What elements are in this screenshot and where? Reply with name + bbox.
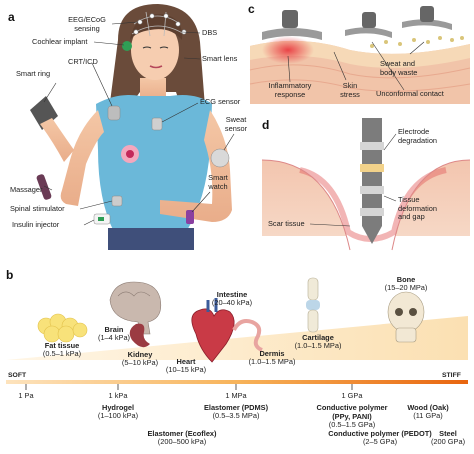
pdms-name: Elastomer (PDMS) <box>203 403 269 412</box>
label-electrode-degradation: Electrode degradation <box>398 127 438 145</box>
heart-value: (10–15 kPa) <box>165 365 207 374</box>
fat-tissue-value: (0.5–1 kPa) <box>42 349 82 358</box>
panel-letter-a: a <box>8 10 15 24</box>
ecoflex-name: Elastomer (Ecoflex) <box>147 429 217 438</box>
stiff-label: STIFF <box>442 372 461 379</box>
bone-name: Bone <box>396 275 416 284</box>
brain-value: (1–4 kPa) <box>97 333 131 342</box>
hydrogel-name: Hydrogel <box>101 403 135 412</box>
kidney-value: (5–10 kPa) <box>121 358 159 367</box>
panel-letter-b: b <box>6 268 14 282</box>
panel-d-illustration <box>261 118 471 251</box>
steel-value: (200 GPa) <box>430 437 466 446</box>
label-scar-tissue: Scar tissue <box>268 219 305 228</box>
label-sweat-sensor: Sweat sensor <box>224 115 248 133</box>
dermis-value: (1.0–1.5 MPa) <box>248 357 296 366</box>
label-smart-ring: Smart ring <box>16 69 51 78</box>
steel-name: Steel <box>439 429 457 438</box>
tick-1pa: 1 Pa <box>18 391 34 400</box>
fat-tissue-name: Fat tissue <box>44 341 80 350</box>
tick-1kpa: 1 kPa <box>108 391 128 400</box>
heart-name: Heart <box>176 357 196 366</box>
intestine-name: Intestine <box>216 290 248 299</box>
brain-name: Brain <box>104 325 124 334</box>
pdms-value: (0.5–3.5 MPa) <box>212 411 260 420</box>
pedot-name: Conductive polymer (PEDOT) <box>328 429 432 438</box>
label-tissue-deformation: Tissue deformation and gap <box>398 195 438 222</box>
cartilage-value: (1.0–1.5 MPa) <box>294 341 342 350</box>
label-sweat-waste: Sweat and body waste <box>380 59 418 77</box>
wood-name: Wood (Oak) <box>407 403 449 412</box>
bone-value: (15–20 MPa) <box>384 283 428 292</box>
label-cochlear: Cochlear implant <box>32 37 88 46</box>
ppy-pani-name: Conductive polymer (PPy, PANI) <box>316 403 388 421</box>
panel-a-illustration <box>30 4 235 250</box>
label-ecg: ECG sensor <box>200 97 241 106</box>
ecoflex-value: (200–500 kPa) <box>157 437 207 446</box>
label-inflammatory: Inflammatory response <box>268 81 312 99</box>
label-dbs: DBS <box>202 28 218 37</box>
label-crt: CRT/ICD <box>68 57 98 66</box>
label-massager: Massager <box>10 185 43 194</box>
kidney-name: Kidney <box>127 350 153 359</box>
label-eeg: EEG/ECoG sensing <box>68 15 106 33</box>
dermis-name: Dermis <box>259 349 285 358</box>
label-unconformal: Unconformal contact <box>376 89 444 98</box>
ppy-pani-value: (0.5–1.5 GPa) <box>328 420 376 429</box>
pedot-value: (2–5 GPa) <box>362 437 398 446</box>
soft-label: SOFT <box>8 372 27 379</box>
panel-b-illustration <box>6 277 468 390</box>
label-skin-stress: Skin stress <box>340 81 360 99</box>
tick-1gpa: 1 GPa <box>341 391 363 400</box>
cartilage-name: Cartilage <box>302 333 334 342</box>
label-insulin: Insulin injector <box>12 220 60 229</box>
label-smart-watch: Smart watch <box>208 173 228 191</box>
label-smart-lens: Smart lens <box>202 54 238 63</box>
hydrogel-value: (1–100 kPa) <box>97 411 139 420</box>
panel-letter-d: d <box>262 118 270 132</box>
wood-value: (11 GPa) <box>413 411 443 420</box>
intestine-value: (20–40 kPa) <box>211 298 253 307</box>
panel-c-illustration <box>249 6 471 104</box>
panel-letter-c: c <box>248 2 255 16</box>
label-spinal: Spinal stimulator <box>10 204 65 213</box>
tick-1mpa: 1 MPa <box>225 391 247 400</box>
